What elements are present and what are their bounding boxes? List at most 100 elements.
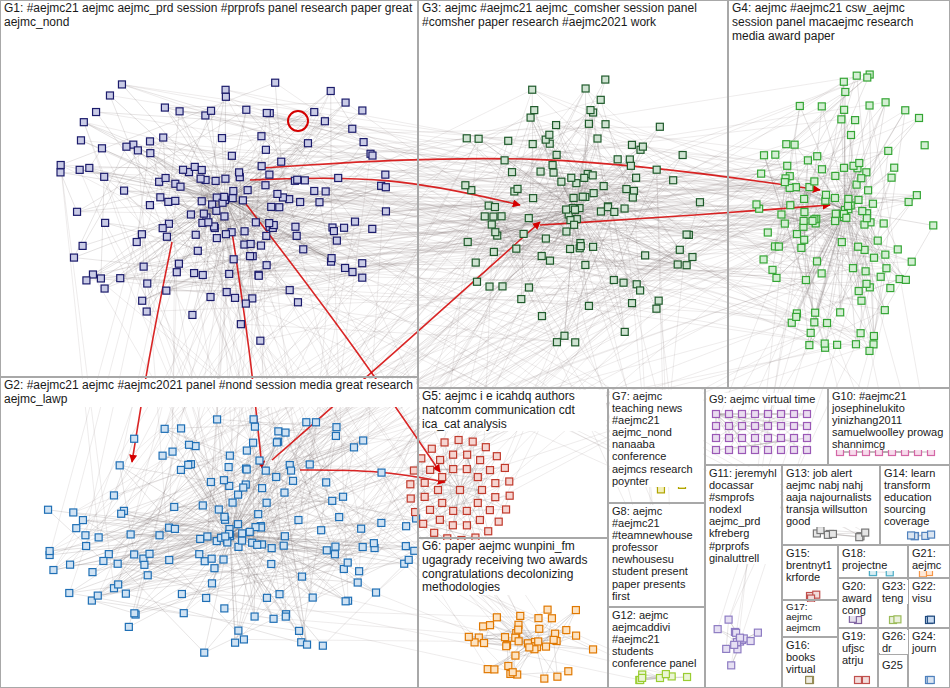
graph-edge: [70, 529, 175, 565]
vertex-thumbnail: [637, 287, 644, 294]
vertex-thumbnail: [369, 152, 376, 159]
vertex-thumbnail: [832, 172, 839, 179]
vertex-thumbnail: [614, 156, 621, 163]
graph-edge: [814, 219, 884, 310]
vertex-thumbnail: [191, 163, 198, 170]
graph-edge: [217, 419, 253, 442]
vertex-thumbnail: [486, 283, 493, 290]
graph-edge: [144, 210, 845, 267]
vertex-thumbnail: [180, 166, 187, 173]
vertex-thumbnail: [505, 137, 512, 144]
vertex-thumbnail: [140, 263, 147, 270]
graph-edge: [529, 144, 533, 218]
graph-edge: [529, 246, 581, 287]
graph-edge: [564, 155, 682, 336]
graph-edge: [534, 110, 589, 306]
graph-edge: [801, 209, 848, 248]
graph-edge: [589, 290, 640, 305]
vertex-thumbnail: [294, 176, 301, 183]
graph-edge: [845, 210, 885, 310]
graph-edge: [163, 150, 266, 228]
vertex-thumbnail: [597, 96, 604, 103]
vertex-thumbnail: [165, 198, 172, 205]
vertex-thumbnail: [689, 254, 696, 261]
vertex-thumbnail: [537, 168, 544, 175]
vertex-thumbnail: [333, 237, 340, 244]
graph-edge: [83, 154, 371, 246]
vertex-thumbnail: [219, 135, 226, 142]
graph-edge: [196, 187, 386, 235]
vertex-thumbnail: [247, 253, 254, 260]
graph-edge: [126, 535, 230, 594]
graph-edge: [359, 290, 640, 571]
graph-edge: [497, 178, 584, 236]
graph-edge: [809, 105, 869, 345]
vertex-thumbnail: [581, 174, 588, 181]
graph-edge: [230, 535, 376, 593]
vertex-thumbnail: [629, 194, 636, 201]
vertex-thumbnail: [806, 342, 813, 349]
graph-edge: [812, 76, 856, 221]
graph-edge: [775, 246, 881, 276]
graph-edge: [211, 297, 308, 645]
vertex-thumbnail: [97, 275, 104, 282]
vertex-thumbnail: [570, 194, 577, 201]
graph-edge: [230, 473, 382, 535]
graph-edge: [230, 465, 290, 535]
vertex-thumbnail: [316, 199, 323, 206]
graph-edge: [73, 303, 632, 512]
vertex-thumbnail: [237, 321, 244, 328]
graph-edge: [505, 145, 632, 160]
graph-edge: [302, 310, 885, 576]
graph-edge: [118, 469, 246, 564]
vertex-thumbnail: [787, 202, 794, 209]
vertex-thumbnail: [143, 308, 150, 315]
vertex-thumbnail: [621, 328, 628, 335]
graph-edge: [233, 503, 302, 643]
graph-edge: [217, 419, 230, 535]
vertex-thumbnail: [627, 162, 634, 169]
vertex-thumbnail: [579, 193, 586, 200]
graph-edge: [279, 191, 314, 207]
graph-edge: [92, 485, 246, 601]
vertex-thumbnail: [865, 187, 872, 194]
graph-edge: [109, 182, 562, 554]
vertex-thumbnail: [834, 341, 841, 348]
vertex-thumbnail: [509, 169, 516, 176]
highlight-edge: [262, 159, 820, 190]
vertex-thumbnail: [244, 187, 251, 194]
vertex-thumbnail: [221, 193, 228, 200]
highlight-edge: [232, 232, 262, 468]
graph-edge: [345, 78, 867, 268]
vertex-thumbnail: [157, 194, 164, 201]
graph-edge: [331, 91, 371, 154]
graph-edge: [98, 511, 467, 596]
vertex-thumbnail: [462, 182, 469, 189]
vertex-thumbnail: [243, 106, 250, 113]
graph-edge: [223, 203, 241, 324]
vertex-thumbnail: [633, 174, 640, 181]
graph-edge: [86, 470, 430, 546]
graph-edge: [785, 182, 874, 344]
graph-edge: [81, 140, 225, 200]
vertex-thumbnail: [200, 210, 207, 217]
graph-edge: [77, 205, 150, 212]
graph-edge: [255, 436, 336, 617]
vertex-thumbnail: [76, 166, 83, 173]
graph-edge: [227, 172, 512, 540]
graph-edge: [230, 497, 343, 535]
graph-edge: [532, 90, 686, 235]
vertex-thumbnail: [191, 270, 198, 277]
graph-edge: [502, 210, 575, 286]
vertex-thumbnail: [311, 109, 318, 116]
vertex-thumbnail: [222, 175, 229, 182]
graph-edge: [575, 166, 631, 210]
graph-edge: [776, 214, 843, 278]
graph-edge: [278, 431, 485, 447]
vertex-thumbnail: [278, 158, 285, 165]
vertex-thumbnail: [590, 243, 597, 250]
vertex-thumbnail: [146, 202, 153, 209]
graph-edge: [189, 445, 230, 535]
vertex-thumbnail: [481, 213, 488, 220]
vertex-thumbnail: [587, 107, 594, 114]
